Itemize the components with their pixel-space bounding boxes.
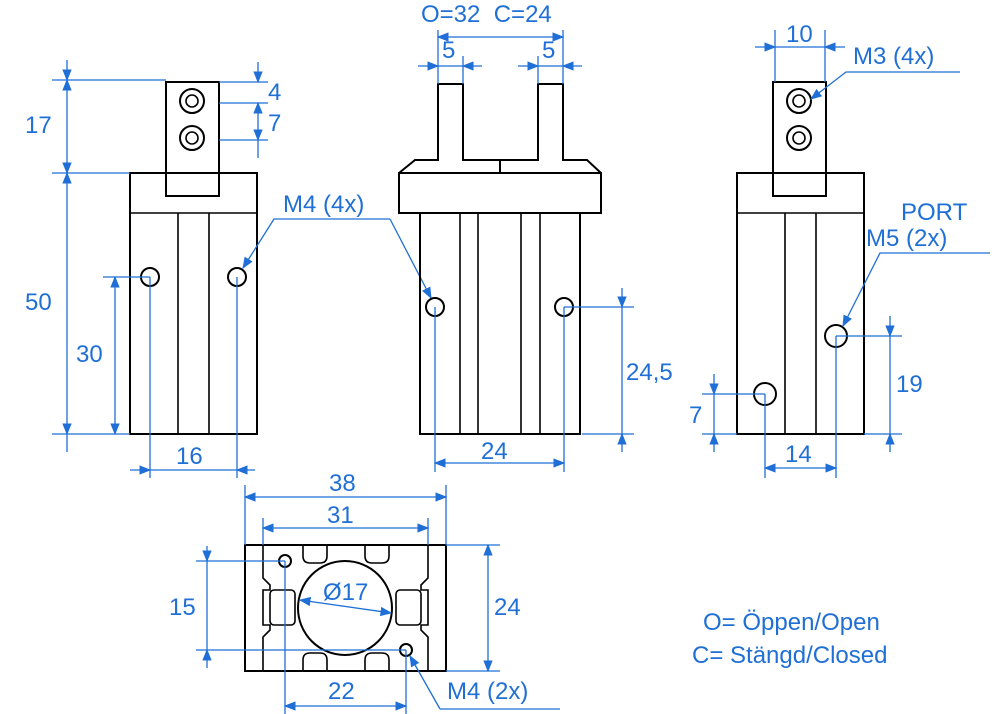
right-side-view: 10 M3 (4x) PORT M5 (2x) 19 7 14 [689, 21, 990, 478]
dim-38: 38 [329, 470, 356, 497]
legend: O= Öppen/Open C= Stängd/Closed [692, 609, 887, 669]
dim-5-left: 5 [442, 37, 455, 64]
dim-14: 14 [785, 441, 812, 468]
right-jaw [772, 81, 827, 197]
dim-16: 16 [176, 443, 203, 470]
port-thread-label: M5 (2x) [866, 225, 947, 252]
left-jaw [165, 81, 220, 197]
dim-31: 31 [327, 502, 354, 529]
dim-24-bottom: 24 [494, 594, 521, 621]
label-m4-4x: M4 (4x) [283, 191, 364, 218]
left-side-view: 17 50 30 16 4 7 M4 (4x) [25, 60, 432, 478]
dim-17: 17 [25, 112, 52, 139]
middle-head [398, 172, 602, 214]
dim-24: 24 [481, 438, 508, 465]
label-m3-4x: M3 (4x) [853, 43, 934, 70]
legend-open: O= Öppen/Open [703, 609, 880, 636]
dim-5-right: 5 [542, 37, 555, 64]
legend-closed: C= Stängd/Closed [692, 642, 887, 669]
port-label: PORT [901, 199, 968, 226]
bottom-view: 38 31 Ø17 15 24 22 M4 (2x) [169, 470, 560, 714]
left-body [129, 172, 258, 435]
center-bore [297, 560, 393, 656]
dim-19: 19 [896, 371, 923, 398]
dim-15: 15 [169, 594, 196, 621]
dim-7-right: 7 [689, 402, 702, 429]
dim-50: 50 [25, 289, 52, 316]
middle-body [419, 212, 581, 435]
front-view: O=32 C=24 5 5 24 24,5 [398, 1, 673, 472]
dim-22: 22 [328, 678, 355, 705]
stroke-label: O=32 C=24 [421, 1, 552, 28]
dim-7: 7 [268, 110, 281, 137]
dim-30: 30 [76, 341, 103, 368]
bottom-body [244, 544, 447, 672]
dim-10: 10 [786, 21, 813, 48]
dim-24-5: 24,5 [626, 359, 673, 386]
dim-diameter: Ø17 [323, 579, 368, 606]
label-m4-2x: M4 (2x) [447, 678, 528, 705]
dim-4: 4 [268, 79, 281, 106]
right-body [736, 172, 865, 435]
